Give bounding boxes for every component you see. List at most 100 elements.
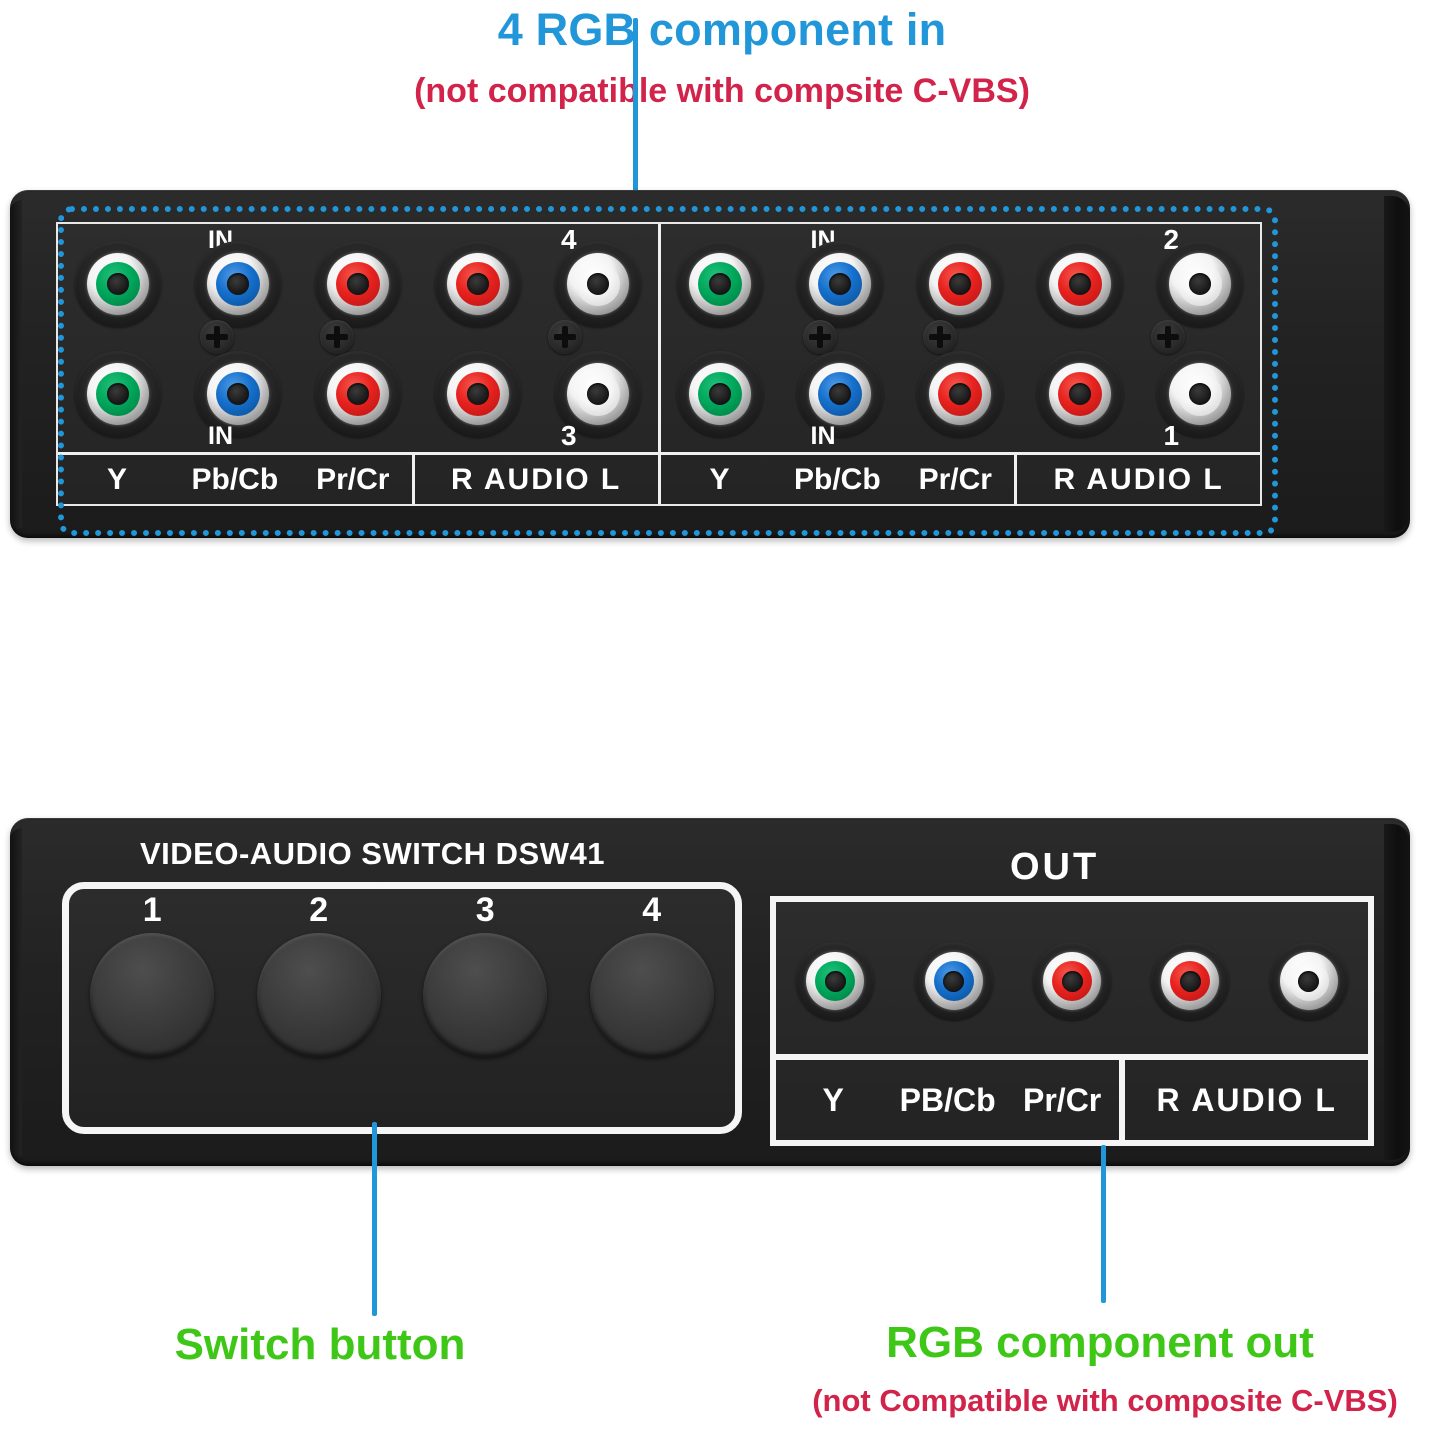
switch-button-cell[interactable]: 1 (69, 891, 236, 1057)
rca-jack-out-audio-l-white[interactable] (1269, 942, 1348, 1020)
rca-jack-out-y-green[interactable] (796, 942, 875, 1020)
rca-jack-y-green[interactable] (677, 241, 764, 327)
rca-jack-audio-r-red[interactable] (1037, 351, 1124, 437)
jack-silver-ring (446, 253, 509, 315)
in-tag-1: IN (810, 422, 836, 450)
jack-hole (829, 273, 852, 295)
input-group-left: IN 4 (58, 224, 658, 504)
jack-silver-ring (809, 363, 872, 425)
output-label-strip: Y PB/Cb Pr/Cr R AUDIO L (776, 1054, 1368, 1140)
rca-jack-y-green[interactable] (677, 351, 764, 437)
jack-cell[interactable] (1013, 942, 1131, 1020)
jack-color-ring (575, 372, 620, 416)
rca-jack-prcr-red[interactable] (917, 241, 1004, 327)
rca-jack-audio-l-white[interactable] (554, 241, 641, 327)
label-y: Y (106, 462, 127, 496)
jack-silver-ring (326, 363, 389, 425)
jack-cell[interactable] (780, 241, 900, 327)
jack-silver-ring (806, 952, 865, 1010)
jack-cell[interactable] (1131, 942, 1249, 1020)
switch-button-cell[interactable]: 2 (236, 891, 403, 1057)
jack-color-ring (455, 262, 500, 306)
jack-hole (1298, 970, 1320, 992)
rca-jack-prcr-red[interactable] (314, 351, 401, 437)
jack-cell[interactable] (58, 241, 178, 327)
jack-cell[interactable] (538, 241, 658, 327)
jack-cell[interactable] (298, 241, 418, 327)
rca-jack-audio-r-red[interactable] (434, 241, 521, 327)
input-row-4 (58, 232, 658, 336)
switch-button-2[interactable] (256, 933, 381, 1057)
rca-jack-out-audio-r-red[interactable] (1151, 942, 1230, 1020)
output-jack-row (776, 908, 1368, 1054)
jack-cell[interactable] (894, 942, 1012, 1020)
rca-jack-out-pbcb-blue[interactable] (914, 942, 993, 1020)
rca-jack-out-prcr-red[interactable] (1033, 942, 1112, 1020)
jack-cell[interactable] (298, 351, 418, 437)
switch-button-cell[interactable]: 3 (402, 891, 569, 1057)
rca-jack-pbcb-blue[interactable] (797, 351, 884, 437)
jack-silver-ring (929, 363, 992, 425)
jack-cell[interactable] (1140, 241, 1260, 327)
device-front-panel: 1 2 3 4 (10, 818, 1410, 1166)
rca-jack-prcr-red[interactable] (917, 351, 1004, 437)
jack-hole (829, 383, 852, 405)
jack-cell[interactable] (780, 351, 900, 437)
input-number-4: 4 (561, 224, 577, 255)
jack-color-ring (455, 372, 500, 416)
switch-button-3[interactable] (423, 933, 548, 1057)
jack-cell[interactable] (900, 351, 1020, 437)
rca-jack-audio-l-white[interactable] (1157, 241, 1244, 327)
jack-cell[interactable] (418, 241, 538, 327)
jack-cell[interactable] (178, 241, 298, 327)
leader-line-top-input (633, 18, 638, 210)
rca-jack-audio-r-red[interactable] (434, 351, 521, 437)
jack-cell[interactable] (538, 351, 658, 437)
output-container: Y PB/Cb Pr/Cr R AUDIO L (770, 896, 1374, 1146)
jack-hole (586, 383, 609, 405)
switch-button-cell[interactable]: 4 (569, 891, 736, 1057)
jack-cell[interactable] (1020, 241, 1140, 327)
rca-jack-y-green[interactable] (74, 351, 161, 437)
label-audio: R AUDIO L (1053, 462, 1224, 496)
chassis-left-bezel-top (10, 200, 22, 528)
label-prcr: Pr/Cr (918, 462, 992, 496)
rca-jack-audio-l-white[interactable] (554, 351, 641, 437)
model-name-label: VIDEO-AUDIO SWITCH DSW41 (140, 836, 605, 871)
jack-cell[interactable] (1020, 351, 1140, 437)
annotation-rgb-component-in-subtitle: (not compatible with compsite C-VBS) (414, 72, 1030, 110)
jack-cell[interactable] (776, 942, 894, 1020)
jack-hole (709, 383, 732, 405)
rca-jack-y-green[interactable] (74, 241, 161, 327)
jack-cell[interactable] (1140, 351, 1260, 437)
switch-button-4[interactable] (589, 933, 714, 1057)
jack-cell[interactable] (661, 241, 781, 327)
rca-jack-audio-r-red[interactable] (1037, 241, 1124, 327)
input-row-1 (661, 342, 1261, 446)
jack-color-ring (818, 262, 863, 306)
jack-cell[interactable] (418, 351, 538, 437)
rca-jack-prcr-red[interactable] (314, 241, 401, 327)
jack-color-ring (1170, 961, 1211, 1001)
jack-hole (586, 273, 609, 295)
rca-jack-pbcb-blue[interactable] (797, 241, 884, 327)
rca-jack-pbcb-blue[interactable] (194, 351, 281, 437)
jack-cell[interactable] (900, 241, 1020, 327)
jack-silver-ring (566, 253, 629, 315)
jack-color-ring (335, 372, 380, 416)
switch-button-1[interactable] (90, 933, 215, 1057)
jack-cell[interactable] (58, 351, 178, 437)
jack-color-ring (1178, 372, 1223, 416)
rca-jack-pbcb-blue[interactable] (194, 241, 281, 327)
jack-hole (1061, 970, 1083, 992)
rca-jack-audio-l-white[interactable] (1157, 351, 1244, 437)
jack-color-ring (938, 372, 983, 416)
jack-cell[interactable] (1250, 942, 1368, 1020)
jack-cell[interactable] (661, 351, 781, 437)
jack-silver-ring (86, 363, 149, 425)
jack-silver-ring (809, 253, 872, 315)
jack-silver-ring (206, 363, 269, 425)
jack-cell[interactable] (178, 351, 298, 437)
audio-labels-right: R AUDIO L (1014, 455, 1260, 504)
input-row-3 (58, 342, 658, 446)
